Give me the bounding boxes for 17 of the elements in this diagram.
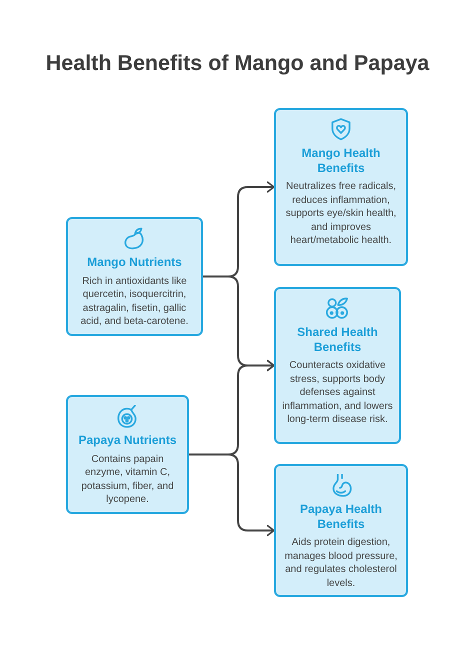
card-description: Contains papain enzyme, vitamin C, potassium, fiber, and lycopene.	[80, 452, 175, 507]
card-description: Aids protein digestion, manages blood pressure, and regulates cholesterol levels.	[284, 536, 398, 590]
card-description: Rich in antioxidants like quercetin, isoquercitrin, astragalin, fisetin, gallic acid, and beta-carotene.	[80, 274, 190, 329]
info-card	[274, 108, 408, 266]
card-description: Neutralizes free radicals, reduces inflammation, supports eye/skin health, and improves heart/metabolic health.	[284, 180, 398, 248]
arrow	[189, 454, 275, 536]
card-heading: Shared Health Benefits	[296, 325, 379, 354]
info-card	[274, 287, 401, 444]
diagram-title: Health Benefits of Mango and Papaya	[46, 51, 430, 76]
info-card	[274, 464, 408, 597]
card-heading: Papaya Nutrients	[78, 433, 177, 448]
info-card	[66, 395, 189, 514]
card-heading: Mango Health Benefits	[300, 146, 382, 175]
card-description: Counteracts oxidative stress, supports body defenses against inflammation, and lowers long-term disease risk.	[282, 359, 393, 427]
card-heading: Mango Nutrients	[87, 255, 182, 270]
card-heading: Papaya Health Benefits	[298, 502, 384, 531]
info-card	[66, 217, 203, 336]
